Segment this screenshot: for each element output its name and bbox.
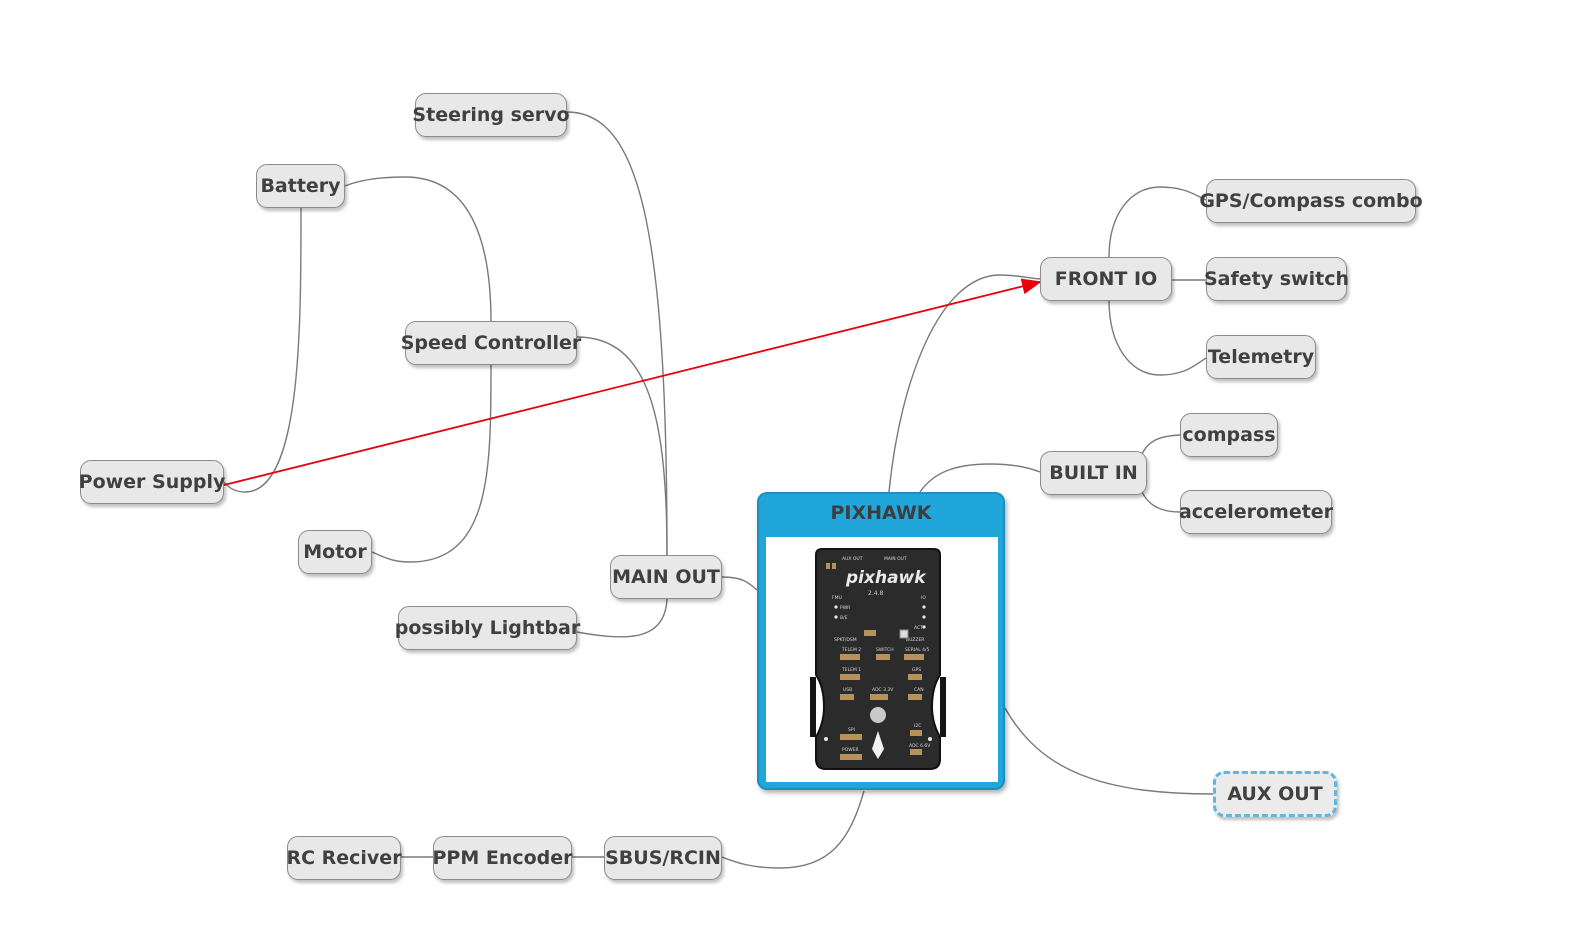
node-front-io[interactable]: FRONT IO [1040, 257, 1172, 301]
pixhawk-image: pixhawk 2.4.8 AUX OUT MAIN OUT FMU PWR B… [766, 537, 998, 782]
node-gps-compass[interactable]: GPS/Compass combo [1199, 179, 1423, 223]
node-safety-switch[interactable]: Safety switch [1204, 257, 1349, 301]
node-telemetry[interactable]: Telemetry [1206, 335, 1316, 379]
node-speed-controller[interactable]: Speed Controller [401, 321, 581, 365]
board-label-buzzer: BUZZER [906, 637, 924, 643]
node-power-supply[interactable]: Power Supply [79, 460, 225, 504]
board-version-text: 2.4.8 [868, 590, 883, 597]
node-pixhawk[interactable]: PIXHAWK pixhawk 2.4.8 AUX OUT MAIN OUT F… [757, 492, 1005, 790]
board-label-usb: USB [843, 687, 852, 693]
pixhawk-board-illustration: pixhawk 2.4.8 AUX OUT MAIN OUT FMU PWR B… [810, 548, 946, 770]
board-label-pwr-left: PWR [840, 605, 850, 611]
board-label-switch: SWITCH [876, 647, 894, 653]
node-steering-servo[interactable]: Steering servo [412, 93, 570, 137]
board-label-main-out: MAIN OUT [884, 556, 907, 562]
link-battery-power-supply [223, 207, 302, 493]
board-label-io: IO [921, 595, 926, 601]
board-label-telem2: TELEM 2 [841, 647, 861, 653]
link-pixhawk-built-in [919, 463, 1041, 493]
board-arrow-logo [872, 731, 884, 759]
board-label-i2c: I2C [914, 723, 921, 729]
node-built-in[interactable]: BUILT IN [1040, 451, 1147, 495]
pixhawk-title: PIXHAWK [830, 502, 932, 524]
board-label-aux-out: AUX OUT [842, 556, 863, 562]
link-pixhawk-front-io [888, 274, 1041, 493]
link-pixhawk-sbus [721, 790, 865, 869]
link-front-io-telemetry [1108, 299, 1207, 376]
board-label-adc66: ADC 6.6V [909, 743, 931, 749]
board-label-spi: SPI [848, 727, 855, 733]
link-main-out-steering-servo [566, 111, 668, 557]
relationship-arrow [223, 278, 1042, 486]
node-compass[interactable]: compass [1180, 413, 1278, 457]
link-main-out-lightbar [576, 595, 668, 638]
link-speed-controller-battery [344, 176, 492, 323]
link-pixhawk-aux-out [1004, 707, 1214, 795]
board-label-spkt: SPKT/DSM [834, 637, 857, 643]
node-rc-reciver[interactable]: RC Reciver [286, 836, 402, 880]
node-main-out[interactable]: MAIN OUT [610, 555, 722, 599]
board-label-fmu: FMU [832, 595, 842, 601]
board-brand-text: pixhawk [845, 568, 927, 588]
node-possibly-lightbar[interactable]: possibly Lightbar [395, 606, 580, 650]
link-front-io-gps [1108, 186, 1207, 258]
link-main-out-pixhawk [721, 576, 758, 591]
board-label-serial45: SERIAL 4/5 [905, 647, 930, 653]
board-label-power: POWER [842, 747, 859, 753]
board-label-act: ACT [914, 625, 923, 631]
node-motor[interactable]: Motor [298, 530, 372, 574]
board-label-be-left: B/E [840, 615, 848, 621]
link-main-out-speed-controller [576, 336, 668, 557]
node-battery[interactable]: Battery [256, 164, 345, 208]
node-sbus-rcin[interactable]: SBUS/RCIN [604, 836, 722, 880]
node-ppm-encoder[interactable]: PPM Encoder [432, 836, 573, 880]
board-label-adc33: ADC 3.3V [872, 687, 894, 693]
board-label-telem1: TELEM 1 [841, 667, 861, 673]
board-label-gps: GPS [912, 667, 921, 673]
board-label-can: CAN [914, 687, 924, 693]
link-speed-controller-motor [371, 363, 492, 563]
node-aux-out[interactable]: AUX OUT [1213, 771, 1337, 817]
node-accelerometer[interactable]: accelerometer [1179, 490, 1333, 534]
